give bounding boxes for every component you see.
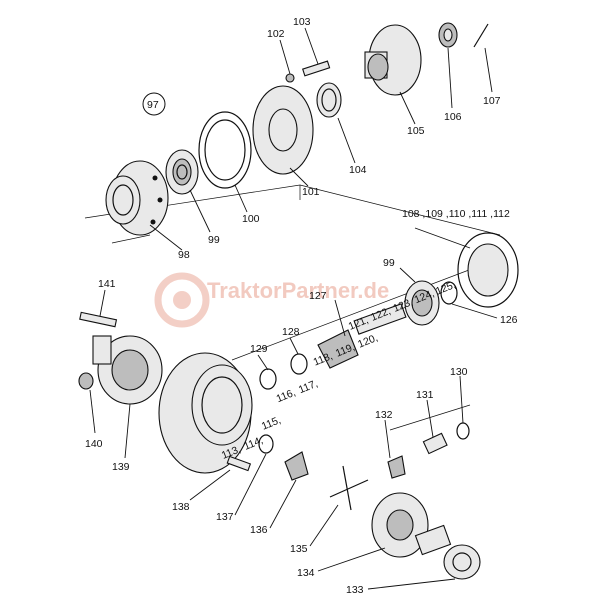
callout-141: 141: [98, 278, 116, 290]
gasket-part: [198, 111, 252, 189]
callout-102: 102: [267, 28, 285, 40]
callout-126: 126: [500, 314, 518, 326]
output-flange-part: [364, 24, 422, 96]
callout-134: 134: [297, 567, 315, 579]
callout-115: 115,: [260, 414, 283, 432]
callout-128: 128: [282, 326, 300, 338]
gear-logo-icon: [154, 272, 210, 328]
cross-shaft-part: [329, 465, 369, 511]
leader-lines: [89, 27, 498, 590]
callout-101: 101: [302, 186, 320, 198]
differential-case-part: [371, 492, 452, 558]
spacer-ring-part: [440, 281, 458, 305]
bolt-part: [302, 60, 331, 77]
crown-gear-part: [158, 352, 253, 474]
thrust-washer-part: [456, 422, 470, 440]
callout-137: 137: [216, 511, 234, 523]
cover-plate-part: [252, 85, 314, 175]
callout-135: 135: [290, 543, 308, 555]
side-gear-part: [258, 434, 274, 454]
seal-ring-part: [316, 82, 342, 118]
carrier-nut-part: [78, 372, 94, 390]
callout-106: 106: [444, 111, 462, 123]
pinion-bearing-part: [404, 280, 440, 326]
flange-housing-part: [105, 160, 169, 236]
washer-part: [290, 353, 308, 375]
callout-104: 104: [349, 164, 367, 176]
watermark: TraktorPartner.de: [154, 272, 389, 328]
callout-129: 129: [250, 343, 268, 355]
snap-ring-part: [259, 368, 277, 390]
callout-131: 131: [416, 389, 434, 401]
callout-130: 130: [450, 366, 468, 378]
callout-120: 120,: [356, 332, 379, 351]
small-bevel-gear-part: [387, 455, 406, 479]
group-ref-label: 97: [147, 99, 159, 111]
planet-gear-part: [284, 451, 309, 481]
callout-132: 132: [375, 409, 393, 421]
callout-117: 117,: [297, 378, 320, 396]
small-nut-part: [285, 73, 295, 83]
callout-139: 139: [112, 461, 130, 473]
taper-bearing-part: [165, 149, 199, 195]
callout-136: 136: [250, 524, 268, 536]
carrier-bolt-part: [79, 311, 118, 328]
callout-138: 138: [172, 501, 190, 513]
callout-99-middle: 99: [383, 257, 395, 269]
callout-99: 99: [208, 234, 220, 246]
callout-103: 103: [293, 16, 311, 28]
group-ref-circle: [142, 92, 166, 116]
spacer-sleeve-part: [422, 432, 448, 455]
differential-carrier-part: [92, 335, 163, 405]
callout-140: 140: [85, 438, 103, 450]
callout-127: 127: [309, 290, 327, 302]
callout-98: 98: [178, 249, 190, 261]
callout-105: 105: [407, 125, 425, 137]
pinion-shaft-part: [317, 303, 407, 369]
callout-108-112: 108 ,109 ,110 ,111 ,112: [402, 208, 510, 220]
callout-133: 133: [346, 584, 364, 596]
seal-part: [443, 544, 481, 580]
gear-bolt-part: [226, 455, 252, 472]
callout-116: 116,: [275, 387, 298, 405]
cotter-pin-part: [473, 23, 489, 48]
callout-100: 100: [242, 213, 260, 225]
castle-nut-part: [438, 22, 458, 48]
shim-disc-part: [457, 232, 519, 308]
callout-107: 107: [483, 95, 501, 107]
assembly-guide-lines: [84, 184, 501, 431]
watermark-text: TraktorPartner.de: [207, 278, 389, 303]
